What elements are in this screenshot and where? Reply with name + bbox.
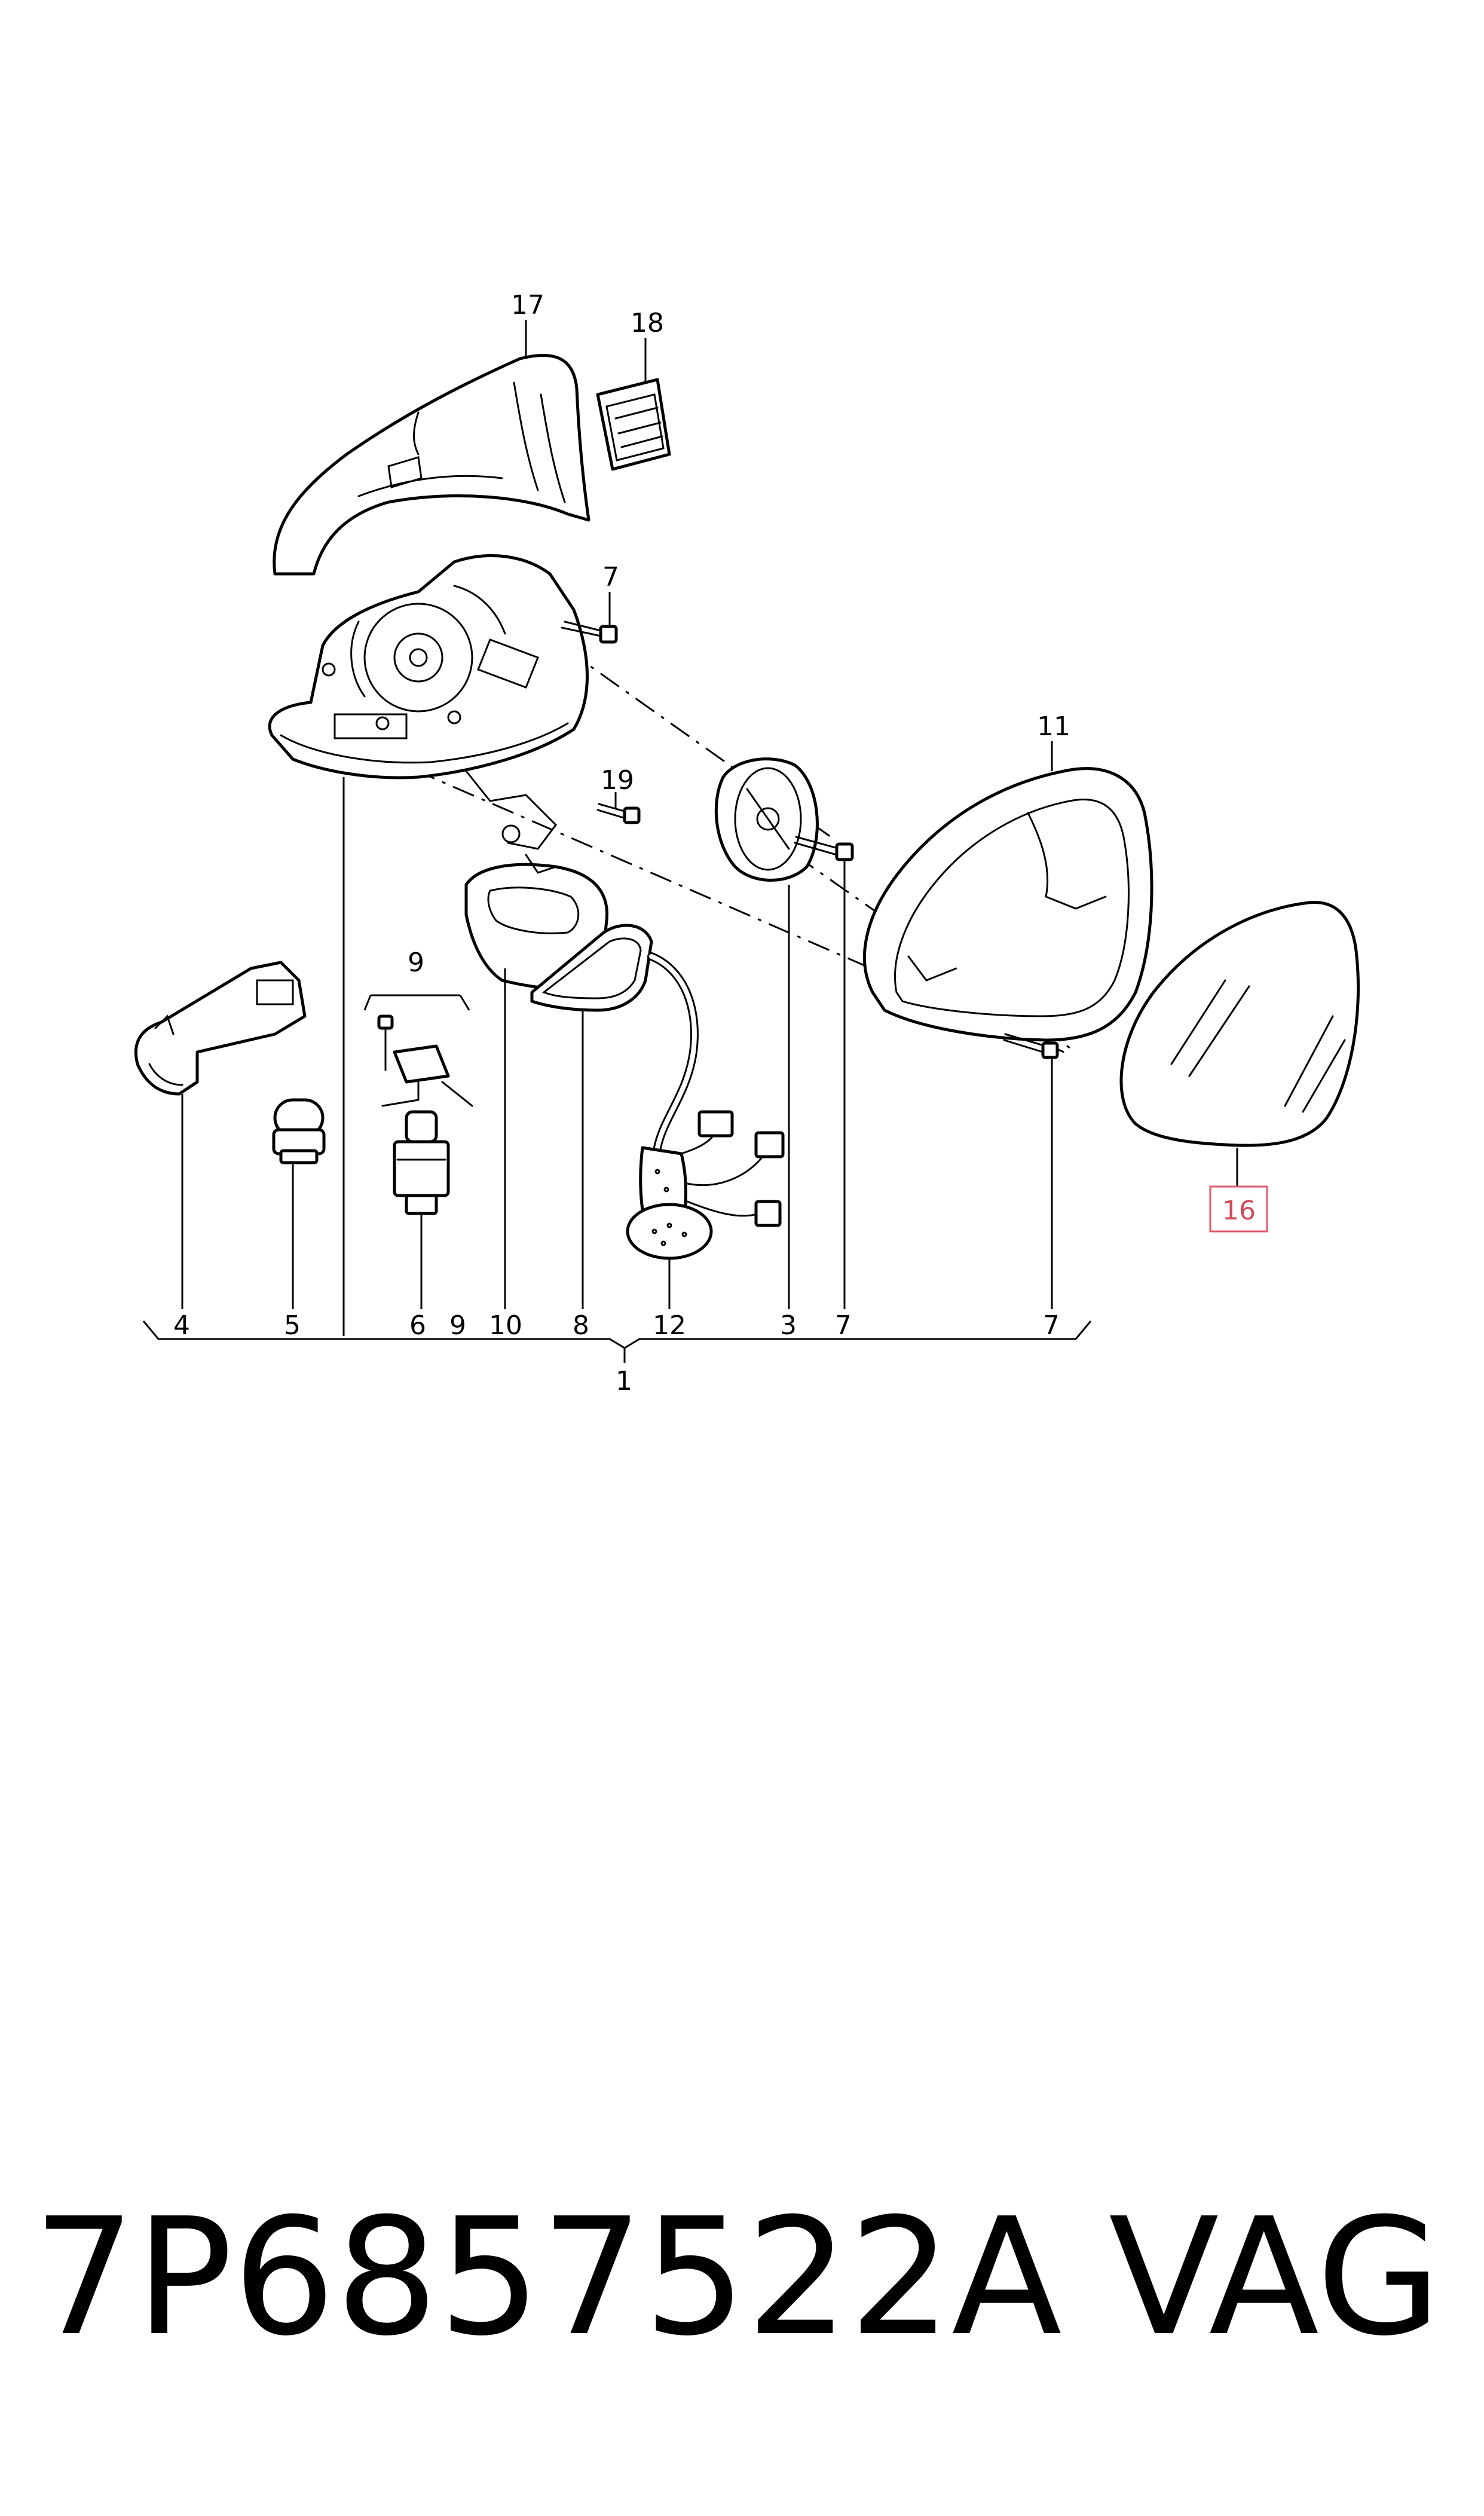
callout-16: 16 [1222,1196,1256,1226]
part-5-lamp [272,1098,326,1164]
callout-9: 9 [449,1310,466,1341]
callout-7-a: 7 [835,1310,852,1341]
part-16-mirror-glass [1119,901,1360,1147]
callout-12: 12 [653,1310,686,1341]
part-7-screw-top [561,620,618,644]
part-19-screw [596,803,641,824]
assembly-brace [142,1320,1092,1349]
brand-name: VAG [1109,2183,1442,2371]
part-9-bracket [363,994,473,1107]
callout-11: 11 [1037,711,1070,742]
part-7-screw-lower [1003,1033,1059,1059]
callout-8: 8 [573,1310,589,1341]
callout-3: 3 [780,1310,797,1341]
callout-19: 19 [601,765,634,796]
callout-9-top: 9 [408,947,424,978]
callout-7-b: 7 [1043,1310,1060,1341]
part-1-mirror-housing [268,554,589,850]
part-8-seal [530,924,653,1012]
callout-4: 4 [173,1310,190,1341]
part-12-wiring-harness [626,952,785,1260]
part-11-mirror-frame [863,767,1153,1042]
callout-labels: 17 18 7 19 11 9 16 4 5 6 9 10 8 12 3 7 7… [173,290,1256,1396]
callout-5: 5 [284,1310,301,1341]
part-7-screw-middle [794,836,854,861]
part-18-clip [596,378,671,471]
callout-1: 1 [616,1366,632,1396]
leader-lines [181,320,1238,1363]
callout-6: 6 [409,1310,426,1341]
part-number: 7P6857522A [33,2183,1062,2371]
part-4-turn-signal [134,961,307,1096]
callout-10: 10 [489,1310,522,1341]
callout-18: 18 [631,308,664,338]
callout-7-top: 7 [602,562,619,592]
callout-17: 17 [511,290,544,320]
highlight-box-16 [1209,1185,1268,1233]
part-3-adjustment-plate [714,757,819,882]
part-number-footer: 7P6857522A VAG [33,2182,1455,2373]
part-17-mirror-cap [273,353,590,576]
part-6-switch [393,1110,450,1215]
